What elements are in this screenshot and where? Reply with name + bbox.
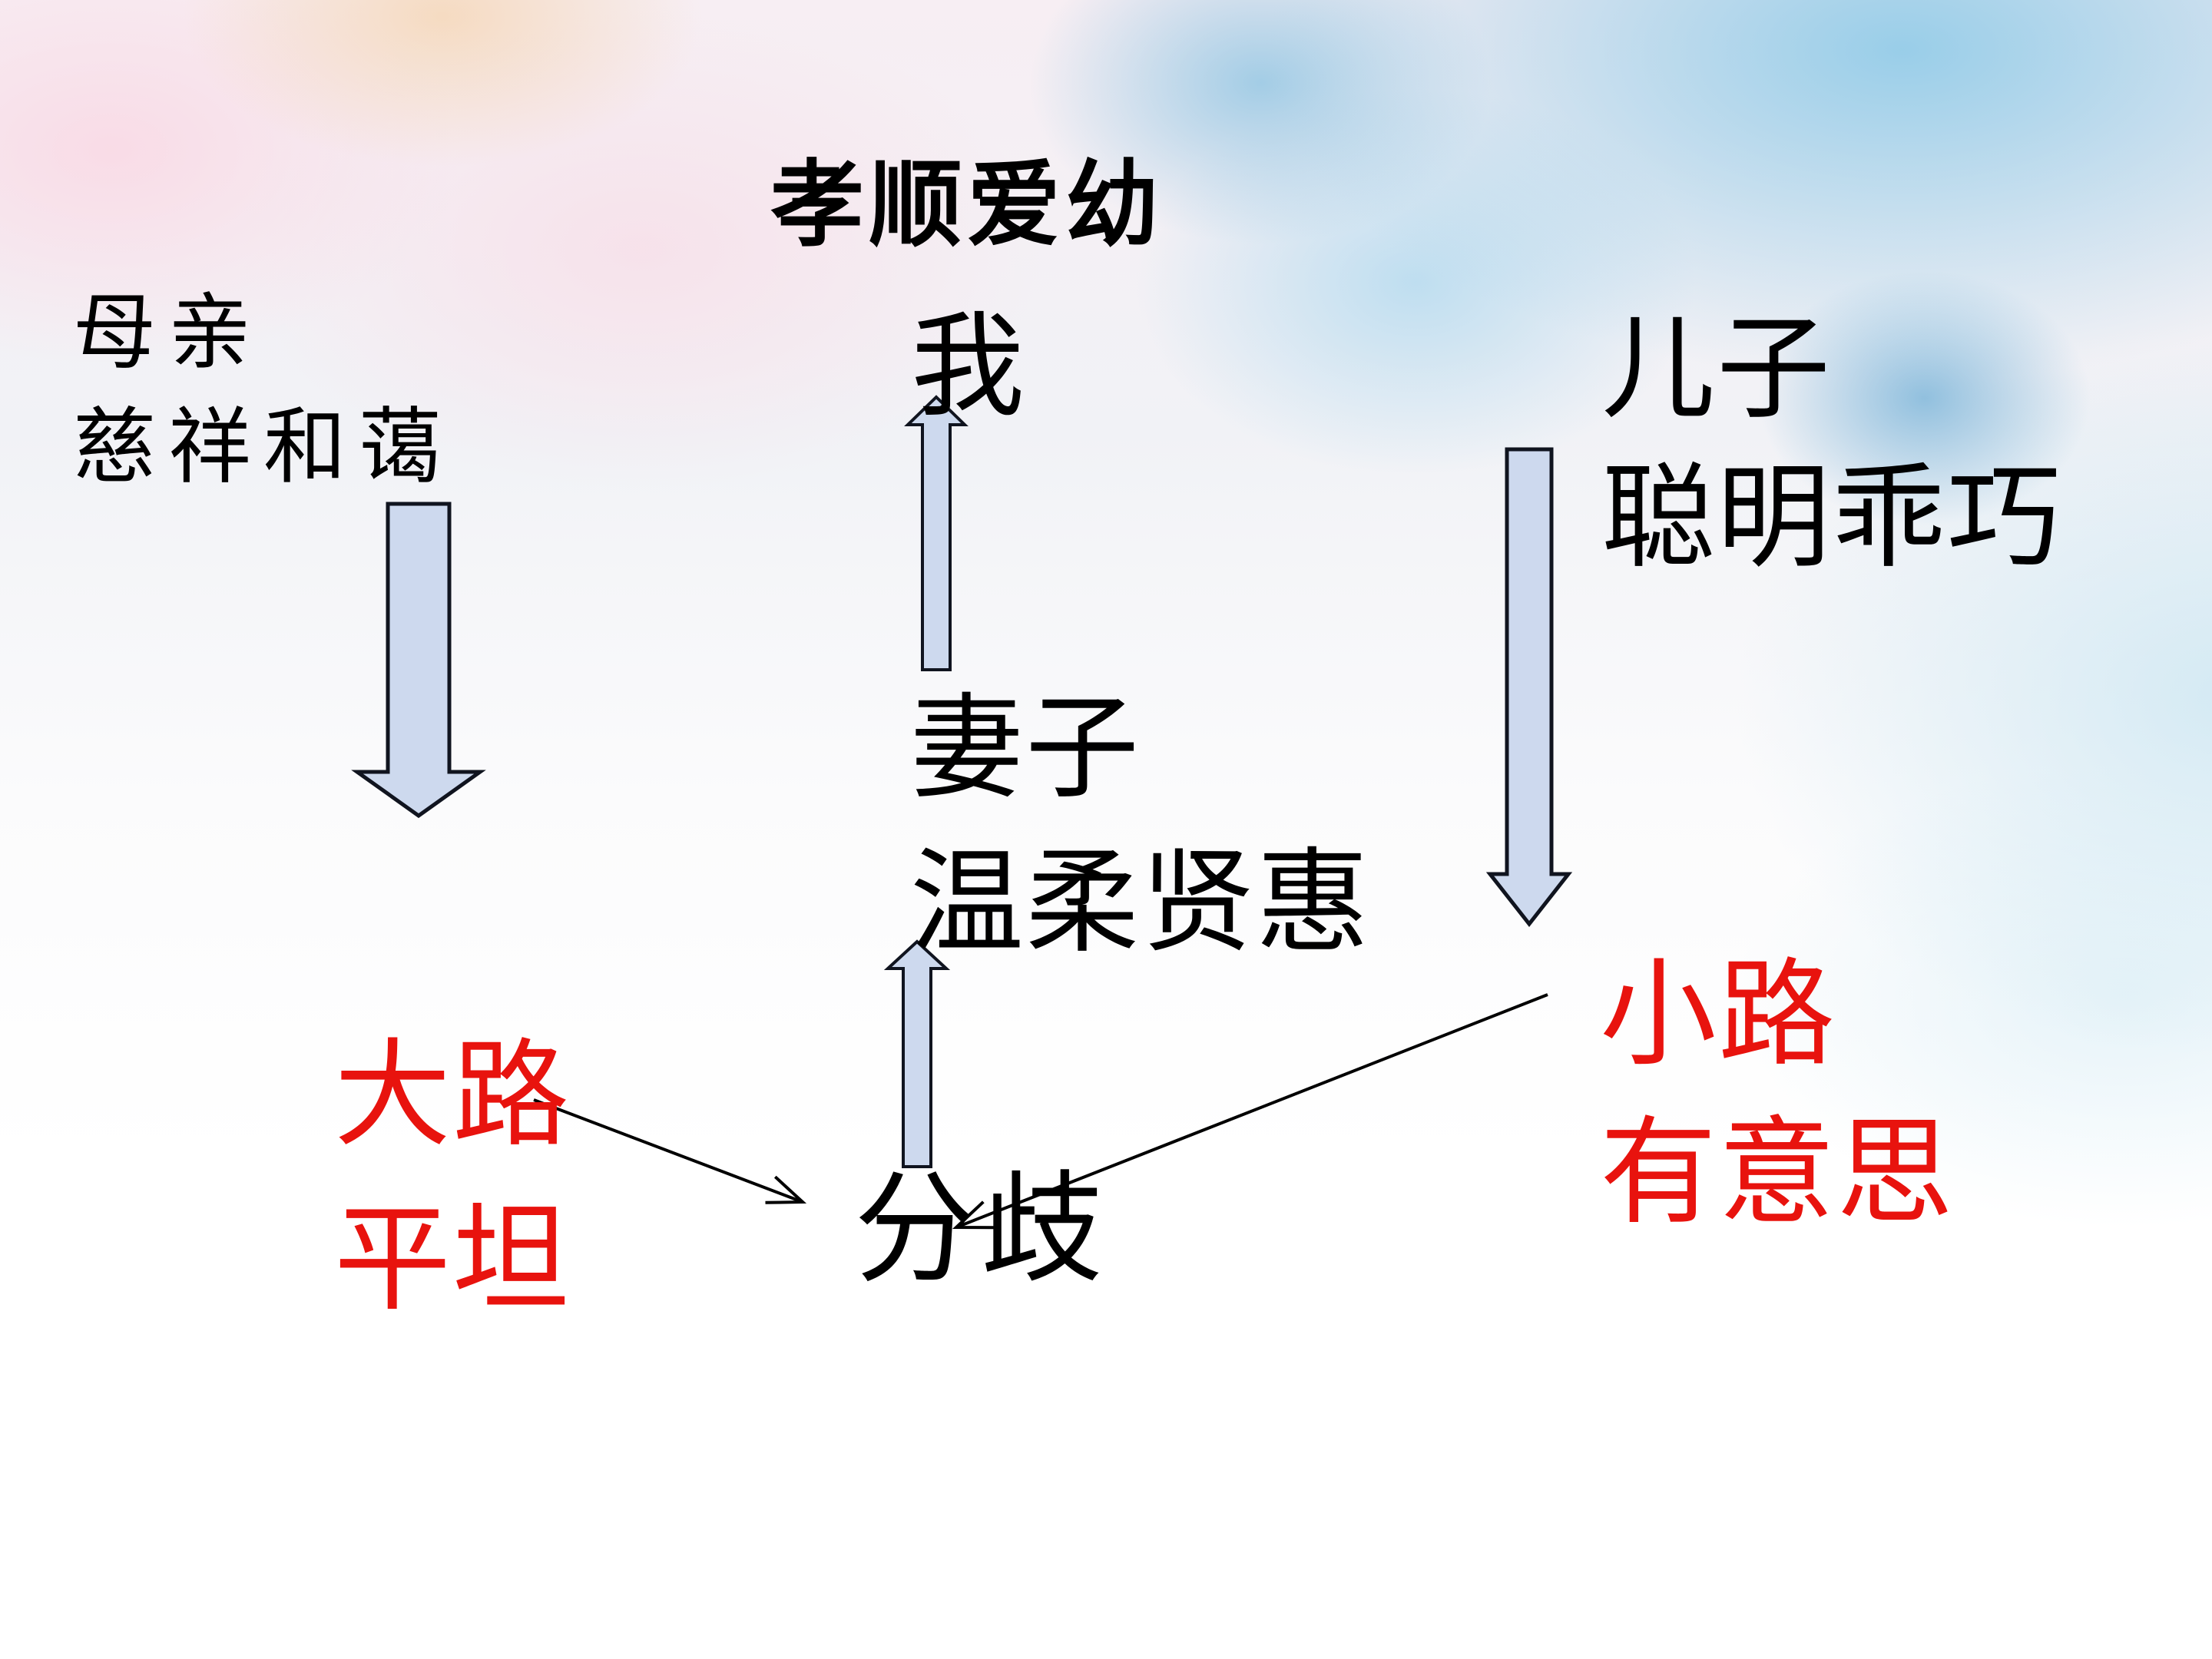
node-fork: 分歧 xyxy=(854,1164,1109,1298)
node-son: 儿子 聪明乖巧 xyxy=(1601,296,2062,594)
node-son-trait: 聪明乖巧 xyxy=(1601,455,2062,582)
line-arrow-big-road-to-fork xyxy=(533,1098,807,1204)
node-big-road: 大路 平坦 xyxy=(334,1014,571,1343)
node-mother: 母亲 慈祥和蔼 xyxy=(73,276,454,505)
node-small-road-trait: 有意思 xyxy=(1600,1108,1955,1238)
node-me: 我 xyxy=(911,305,1025,431)
node-son-name: 儿子 xyxy=(1601,307,1832,433)
node-mother-name: 母亲 xyxy=(73,288,264,379)
slide-title: 孝顺爱幼 xyxy=(770,154,1164,258)
node-big-road-trait: 平坦 xyxy=(334,1196,571,1326)
block-arrow-mother-to-big-road xyxy=(351,502,486,819)
node-small-road: 小路 有意思 xyxy=(1600,937,1955,1253)
node-wife-name: 妻子 xyxy=(910,687,1141,813)
arrowhead-icon xyxy=(952,1200,994,1230)
arrowhead-icon xyxy=(765,1175,807,1204)
block-arrow-son-to-small-road xyxy=(1485,447,1573,928)
node-wife: 妻子 温柔贤惠 xyxy=(910,673,1371,982)
node-big-road-name: 大路 xyxy=(334,1031,571,1161)
node-wife-trait: 温柔贤惠 xyxy=(910,841,1371,968)
node-small-road-name: 小路 xyxy=(1600,951,1836,1080)
block-arrow-wife-to-me xyxy=(904,395,969,671)
line-arrow-small-road-to-fork xyxy=(952,993,1548,1230)
node-mother-trait: 慈祥和蔼 xyxy=(73,402,455,495)
block-arrow-fork-to-wife xyxy=(883,939,951,1168)
